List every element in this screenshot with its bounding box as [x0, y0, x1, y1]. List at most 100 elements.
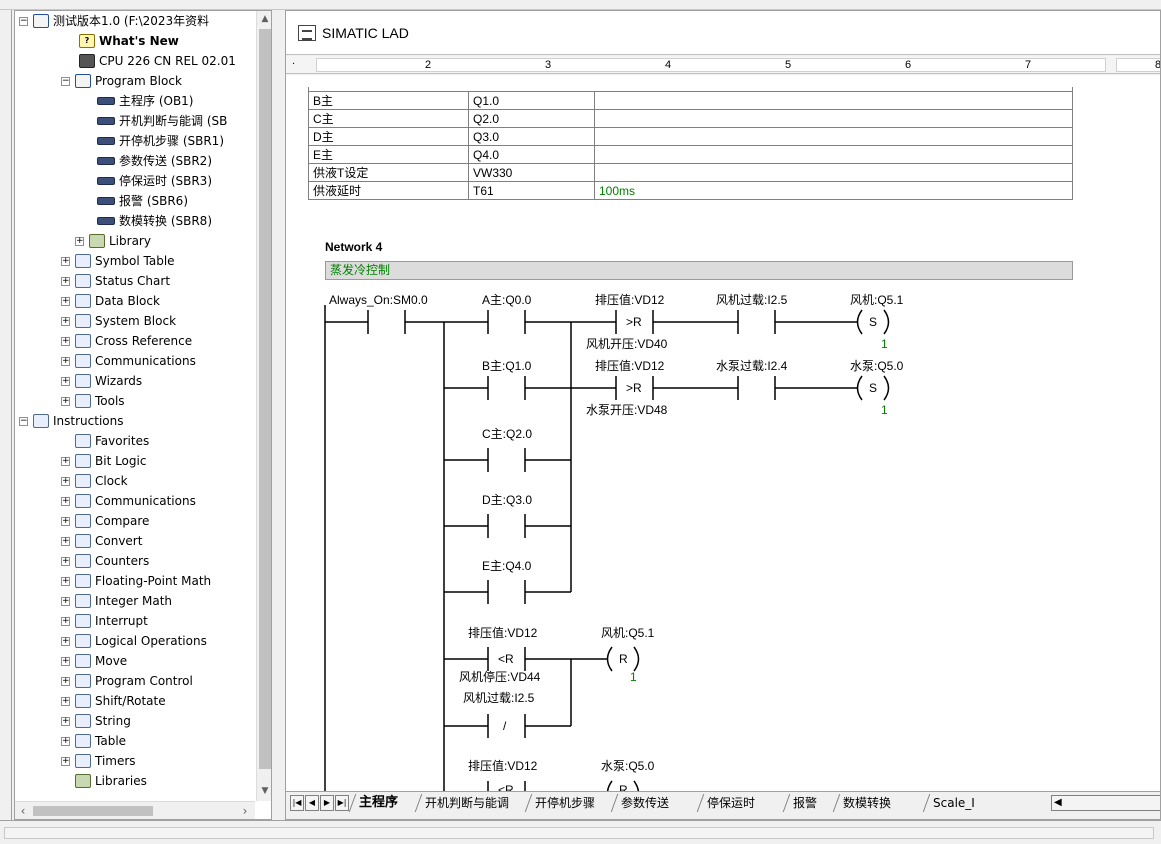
table-row[interactable]: B主 Q1.0 — [308, 91, 1073, 110]
expand-icon[interactable]: + — [61, 496, 70, 506]
tree-item-cpu[interactable]: CPU 226 CN REL 02.01 — [15, 51, 255, 71]
expand-icon[interactable]: + — [61, 296, 70, 306]
tree-horizontal-scrollbar[interactable]: ‹ › — [15, 801, 255, 819]
tree-item-counters[interactable]: + Counters — [15, 551, 255, 571]
expand-icon[interactable]: + — [61, 256, 70, 266]
expand-icon[interactable]: + — [61, 396, 70, 406]
tree-item-convert[interactable]: + Convert — [15, 531, 255, 551]
tree-item-block[interactable]: 报警 (SBR6) — [15, 191, 255, 211]
project-tree-panel[interactable]: − 测试版本1.0 (F:\2023年资料 ? What's New CPU 2… — [14, 10, 272, 820]
tab-scale[interactable]: Scale_I — [933, 796, 975, 810]
tree-item-cross-reference[interactable]: + Cross Reference — [15, 331, 255, 351]
tree-item-libraries[interactable]: Libraries — [15, 771, 255, 791]
table-row[interactable]: 供液延时 T61 100ms — [308, 181, 1073, 200]
tree-item-logical-operations[interactable]: + Logical Operations — [15, 631, 255, 651]
collapse-icon[interactable]: − — [19, 416, 28, 426]
tree-item-block[interactable]: 开停机步骤 (SBR1) — [15, 131, 255, 151]
tab-runtime[interactable]: 停保运时 — [707, 796, 756, 810]
tree-item-label: Move — [95, 654, 128, 668]
expand-icon[interactable]: + — [61, 616, 70, 626]
tree-item-block[interactable]: 停保运时 (SBR3) — [15, 171, 255, 191]
tree-item-block[interactable]: 参数传送 (SBR2) — [15, 151, 255, 171]
next-tab-icon[interactable]: ▶ — [320, 795, 334, 811]
first-tab-icon[interactable]: |◀ — [290, 795, 304, 811]
tree-item-block[interactable]: 开机判断与能调 (SB — [15, 111, 255, 131]
expand-icon[interactable]: + — [61, 456, 70, 466]
expand-icon[interactable]: + — [61, 656, 70, 666]
expand-icon[interactable]: + — [61, 696, 70, 706]
expand-icon[interactable]: + — [61, 336, 70, 346]
expand-icon[interactable]: + — [61, 556, 70, 566]
scroll-down-icon[interactable]: ▼ — [261, 786, 269, 796]
tab-scroll-area[interactable]: ◀ — [1051, 795, 1160, 811]
tree-item-program-control[interactable]: + Program Control — [15, 671, 255, 691]
expand-icon[interactable]: + — [61, 356, 70, 366]
expand-icon[interactable]: + — [61, 716, 70, 726]
table-row[interactable]: E主 Q4.0 — [308, 145, 1073, 164]
tree-item-bit-logic[interactable]: + Bit Logic — [15, 451, 255, 471]
tree-item-whats-new[interactable]: ? What's New — [15, 31, 255, 51]
tree-item-symbol-table[interactable]: + Symbol Table — [15, 251, 255, 271]
tree-item-program-block[interactable]: − Program Block — [15, 71, 255, 91]
tree-item-block[interactable]: 主程序 (OB1) — [15, 91, 255, 111]
expand-icon[interactable]: + — [61, 596, 70, 606]
tree-item-floating-point-math[interactable]: + Floating-Point Math — [15, 571, 255, 591]
collapse-icon[interactable]: − — [61, 76, 70, 86]
tree-item-favorites[interactable]: Favorites — [15, 431, 255, 451]
tab-scroll-left-icon[interactable]: ◀ — [1054, 797, 1062, 808]
tree-item-integer-math[interactable]: + Integer Math — [15, 591, 255, 611]
scroll-thumb[interactable] — [33, 806, 153, 816]
tree-item-interrupt[interactable]: + Interrupt — [15, 611, 255, 631]
tree-item-tools[interactable]: + Tools — [15, 391, 255, 411]
expand-icon[interactable]: + — [61, 316, 70, 326]
last-tab-icon[interactable]: ▶| — [335, 795, 349, 811]
scroll-thumb[interactable] — [259, 29, 271, 769]
collapse-icon[interactable]: − — [19, 16, 28, 26]
tree-root[interactable]: − 测试版本1.0 (F:\2023年资料 — [15, 11, 255, 31]
tree-item-table[interactable]: + Table — [15, 731, 255, 751]
tab-analog-convert[interactable]: 数模转换 — [843, 796, 892, 810]
expand-icon[interactable]: + — [61, 516, 70, 526]
scroll-right-icon[interactable]: › — [242, 804, 248, 818]
tree-item-string[interactable]: + String — [15, 711, 255, 731]
expand-icon[interactable]: + — [61, 376, 70, 386]
tree-item-label: String — [95, 714, 131, 728]
tree-item-instructions[interactable]: − Instructions — [15, 411, 255, 431]
expand-icon[interactable]: + — [61, 736, 70, 746]
tree-item-library[interactable]: + Library — [15, 231, 255, 251]
expand-icon[interactable]: + — [61, 756, 70, 766]
network-comment[interactable]: 蒸发冷控制 — [325, 261, 1073, 280]
tab-steps[interactable]: 开停机步骤 — [535, 796, 596, 810]
tree-item-communications[interactable]: + Communications — [15, 351, 255, 371]
expand-icon[interactable]: + — [75, 236, 84, 246]
tree-item-move[interactable]: + Move — [15, 651, 255, 671]
network-title[interactable]: Network 4 — [325, 240, 383, 254]
tree-item-clock[interactable]: + Clock — [15, 471, 255, 491]
tree-item-wizards[interactable]: + Wizards — [15, 371, 255, 391]
expand-icon[interactable]: + — [61, 276, 70, 286]
ladder-diagram[interactable] — [286, 75, 1161, 791]
tree-item-communications-instr[interactable]: + Communications — [15, 491, 255, 511]
tab-main[interactable]: 主程序 — [359, 795, 399, 810]
tree-item-system-block[interactable]: + System Block — [15, 311, 255, 331]
scroll-up-icon[interactable]: ▲ — [261, 14, 269, 24]
expand-icon[interactable]: + — [61, 536, 70, 546]
expand-icon[interactable]: + — [61, 636, 70, 646]
tree-vertical-scrollbar[interactable]: ▲ ▼ — [256, 11, 271, 801]
expand-icon[interactable]: + — [61, 576, 70, 586]
tree-item-status-chart[interactable]: + Status Chart — [15, 271, 255, 291]
tab-startup[interactable]: 开机判断与能调 — [425, 796, 510, 810]
tree-item-compare[interactable]: + Compare — [15, 511, 255, 531]
lad-editor[interactable]: B主 Q1.0 C主 Q2.0 D主 Q3.0 E主 Q4.0 供液T设定 — [286, 75, 1161, 791]
tree-item-block[interactable]: 数模转换 (SBR8) — [15, 211, 255, 231]
prev-tab-icon[interactable]: ◀ — [305, 795, 319, 811]
tree-item-timers[interactable]: + Timers — [15, 751, 255, 771]
expand-icon[interactable]: + — [61, 476, 70, 486]
scroll-left-icon[interactable]: ‹ — [20, 804, 26, 818]
help-icon: ? — [79, 34, 95, 48]
tab-alarm[interactable]: 报警 — [793, 796, 818, 810]
expand-icon[interactable]: + — [61, 676, 70, 686]
tree-item-shift-rotate[interactable]: + Shift/Rotate — [15, 691, 255, 711]
tab-param-transfer[interactable]: 参数传送 — [621, 796, 670, 810]
tree-item-data-block[interactable]: + Data Block — [15, 291, 255, 311]
